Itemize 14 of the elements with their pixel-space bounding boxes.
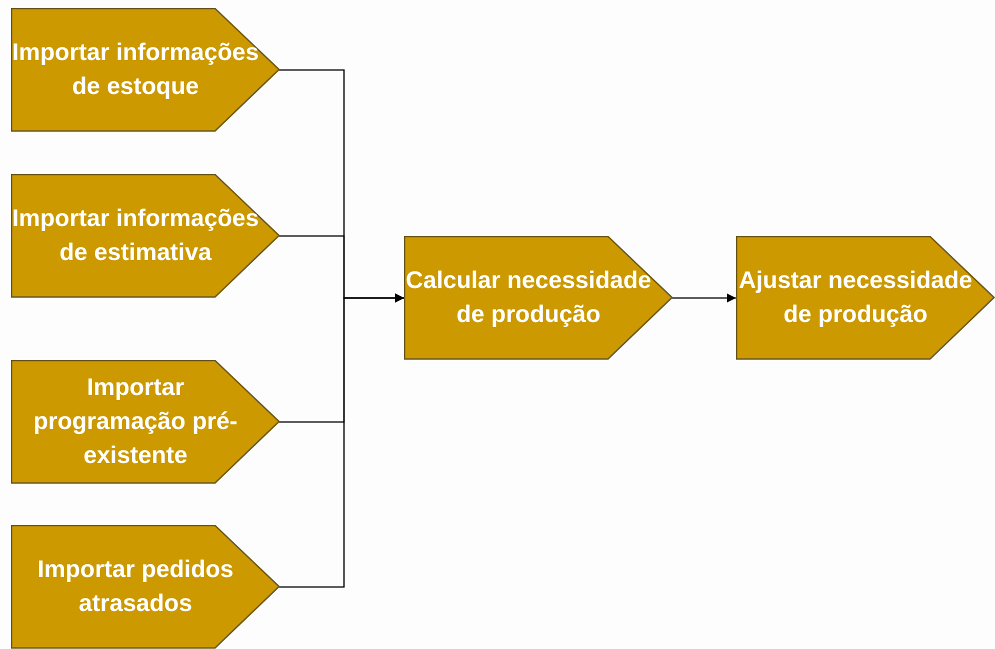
process-label: Calcular necessidade de produção xyxy=(404,266,652,330)
process-label: Importar pedidos atrasados xyxy=(36,555,235,619)
process-label: Importar informações de estimativa xyxy=(11,204,260,268)
process-label: Importar programação pré-existente xyxy=(32,373,239,471)
process-pentagon xyxy=(404,236,673,360)
process-label: Ajustar necessidade de produção xyxy=(738,266,974,330)
connector-arrow xyxy=(672,294,736,302)
process-pentagon xyxy=(11,360,280,484)
process-pentagon xyxy=(11,8,280,132)
process-pentagon xyxy=(11,174,280,298)
process-label: Importar informações de estoque xyxy=(11,38,260,102)
process-pentagon xyxy=(11,525,280,649)
process-pentagon xyxy=(736,236,995,360)
connector-arrow xyxy=(279,294,404,588)
